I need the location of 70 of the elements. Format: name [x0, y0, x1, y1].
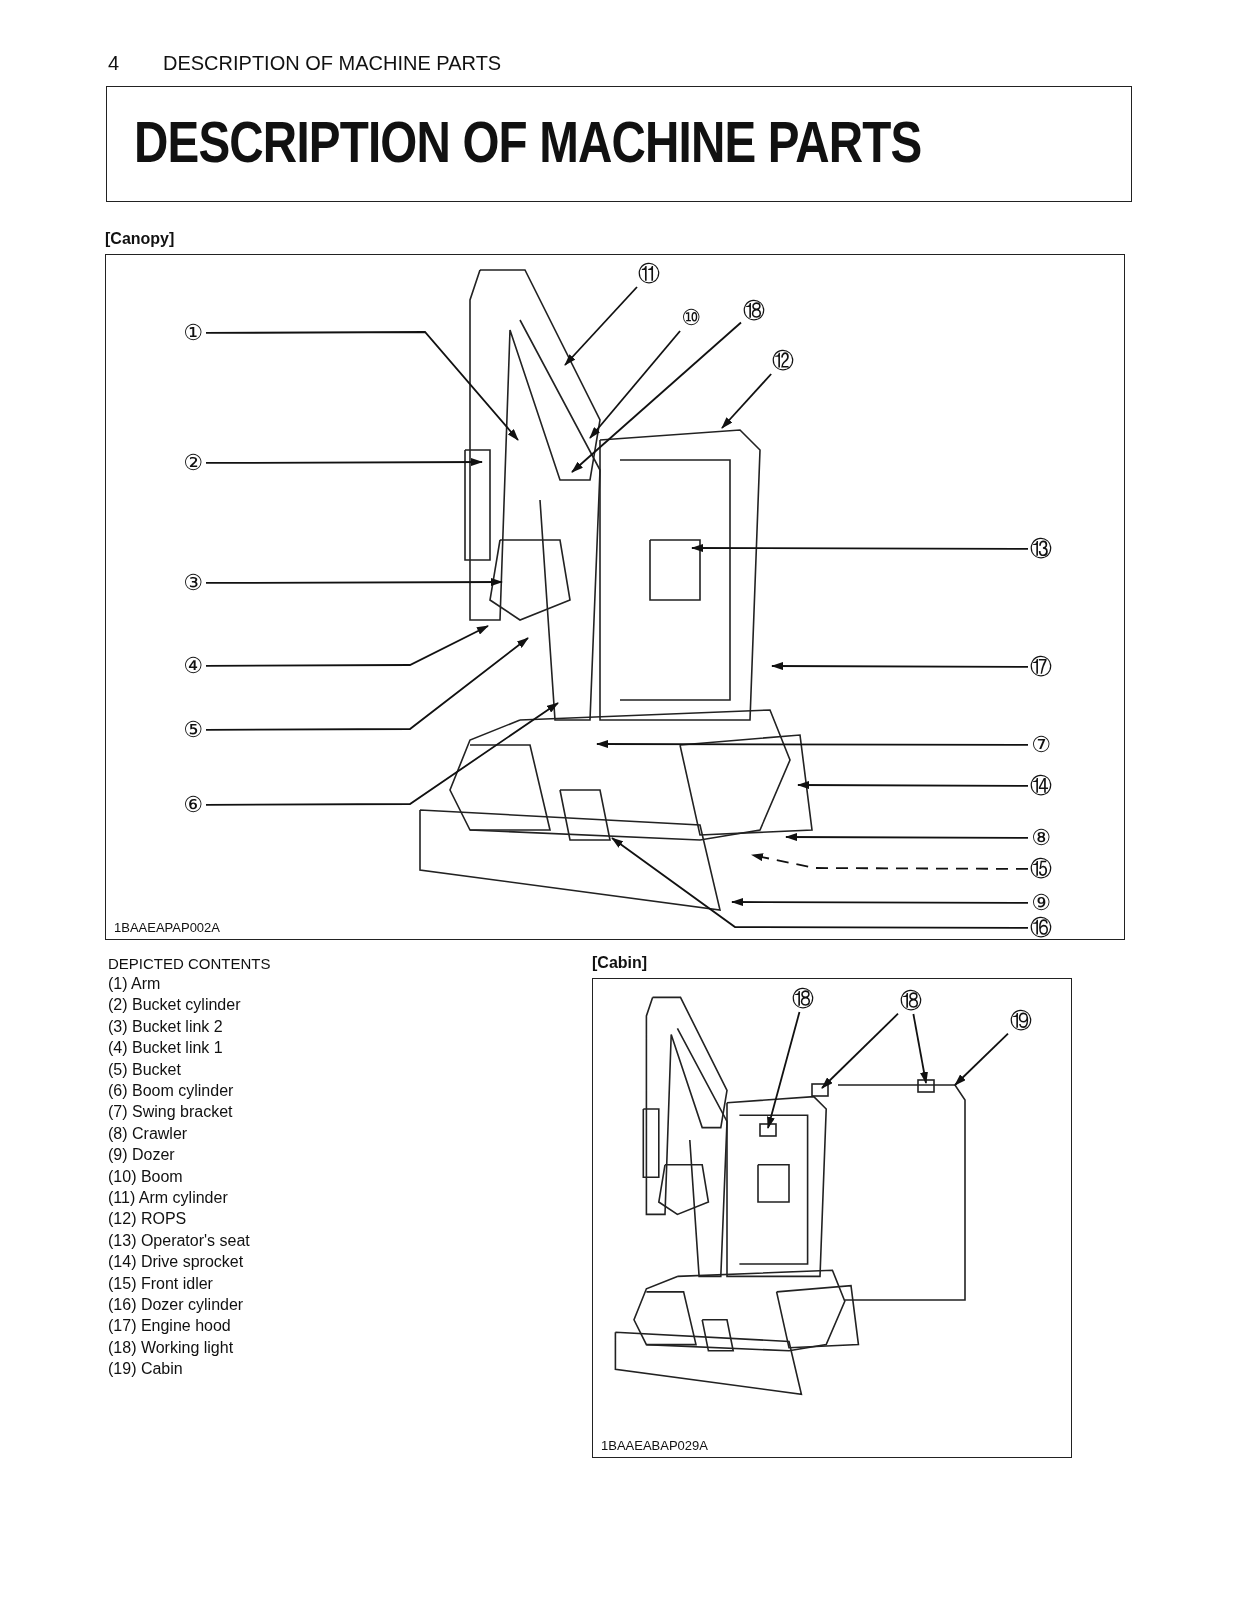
running-header: DESCRIPTION OF MACHINE PARTS: [163, 52, 502, 75]
leader-line: [912, 1013, 928, 1084]
list-item: (18) Working light: [108, 1338, 234, 1357]
list-heading: DEPICTED CONTENTS: [108, 955, 271, 972]
leader-line: [205, 331, 519, 441]
list-item: (4) Bucket link 1: [108, 1039, 223, 1058]
leader-line: [771, 662, 1029, 671]
list-item: (16) Dozer cylinder: [108, 1296, 244, 1314]
leader-line: [205, 458, 483, 467]
list-item: (12) ROPS: [108, 1210, 187, 1229]
leader-line: [785, 833, 1029, 842]
leader-line: [205, 702, 559, 806]
callout-number: ⑦: [1028, 732, 1054, 758]
callout-number: ⑬: [1028, 536, 1054, 562]
callout-number: ⑪: [636, 261, 662, 287]
callout-number: ⑮: [1028, 856, 1054, 882]
leader-line: [205, 625, 489, 667]
title: DESCRIPTION OF MACHINE PARTS: [134, 108, 922, 175]
callout-number: ⑱: [898, 988, 924, 1014]
callout-number: ⑫: [770, 348, 796, 374]
leader-line: [797, 781, 1029, 790]
leader-line: [691, 544, 1029, 553]
list-item: (14) Drive sprocket: [108, 1253, 244, 1272]
leader-line: [564, 286, 638, 366]
callout-number: ⑩: [678, 305, 704, 331]
figure-code: 1BAAEABAP029A: [601, 1438, 708, 1453]
leader-line: [205, 637, 529, 731]
list-item: (3) Bucket link 2: [108, 1017, 223, 1036]
callout-number: ①: [180, 320, 206, 346]
list-item: (6) Boom cylinder: [108, 1082, 234, 1100]
callout-number: ⑯: [1028, 915, 1054, 941]
callout-number: ⑨: [1028, 890, 1054, 916]
list-item: (9) Dozer: [108, 1146, 175, 1165]
leader-line: [721, 373, 773, 429]
leader-line: [954, 1032, 1009, 1086]
callout-number: ⑲: [1008, 1008, 1034, 1034]
list-item: (1) Arm: [108, 975, 161, 993]
callout-number: ⑭: [1028, 773, 1054, 799]
leader-line: [205, 578, 503, 587]
leader-line: [731, 898, 1029, 907]
leader-line: [821, 1012, 899, 1089]
list-item: (7) Swing bracket: [108, 1103, 233, 1122]
callout-number: ⑤: [180, 717, 206, 743]
callout-number: ③: [180, 570, 206, 596]
list-item: (8) Crawler: [108, 1124, 188, 1143]
callout-number: ④: [180, 653, 206, 679]
list-item: (10) Boom: [108, 1167, 183, 1186]
list-item: (13) Operator's seat: [108, 1231, 250, 1250]
leader-line: [596, 740, 1029, 748]
leader-line: [751, 853, 1029, 870]
leader-line: [611, 837, 1029, 929]
list-item: (11) Arm cylinder: [108, 1189, 228, 1207]
leader-line: [767, 1011, 801, 1129]
leader-line: [589, 330, 681, 439]
list-item: (17) Engine hood: [108, 1317, 231, 1336]
figure-code: 1BAAEAPAP002A: [114, 920, 220, 935]
figure-heading: [Cabin]: [592, 954, 648, 972]
figure-heading: [Canopy]: [105, 230, 175, 248]
callout-number: ⑱: [790, 986, 816, 1012]
callout-number: ⑥: [180, 792, 206, 818]
page-number: 4: [108, 52, 120, 75]
callout-number: ②: [180, 450, 206, 476]
list-item: (15) Front idler: [108, 1274, 213, 1293]
list-item: (19) Cabin: [108, 1360, 183, 1379]
leader-line: [571, 321, 742, 473]
callout-number: ⑰: [1028, 654, 1054, 680]
callout-number: ⑱: [741, 298, 767, 324]
list-item: (5) Bucket: [108, 1060, 181, 1079]
list-item: (2) Bucket cylinder: [108, 996, 241, 1015]
callout-number: ⑧: [1028, 825, 1054, 851]
